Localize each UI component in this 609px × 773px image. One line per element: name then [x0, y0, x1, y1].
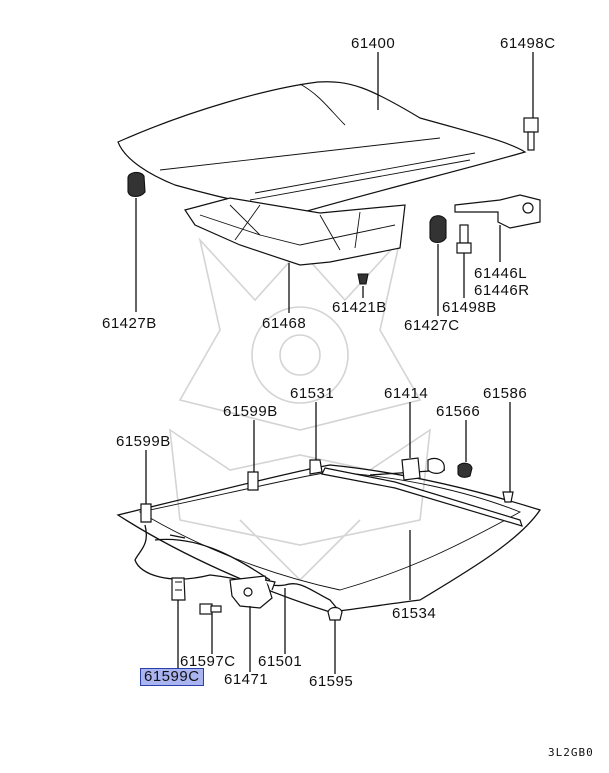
- label-61427c[interactable]: 61427C: [404, 317, 460, 334]
- grommet-61566: [457, 462, 473, 478]
- bolt-61498c: [523, 117, 539, 151]
- bumper-61427c: [429, 215, 447, 244]
- clip-61586: [502, 491, 514, 503]
- release-cable: [134, 524, 341, 613]
- prop-rod-61414: [369, 457, 446, 481]
- label-61599c-highlighted[interactable]: 61599C: [140, 668, 204, 686]
- clip-61599b-a: [247, 471, 259, 491]
- clip-61599c: [171, 577, 186, 601]
- hood-panel: [117, 81, 527, 214]
- label-61498b[interactable]: 61498B: [442, 299, 497, 316]
- label-61427b[interactable]: 61427B: [102, 315, 157, 332]
- label-61400[interactable]: 61400: [351, 35, 396, 52]
- label-61446l[interactable]: 61446L: [474, 265, 528, 282]
- watermark-emblem: [169, 237, 431, 582]
- label-61599b-left[interactable]: 61599B: [116, 433, 171, 450]
- label-61446r[interactable]: 61446R: [474, 282, 530, 299]
- label-61597c[interactable]: 61597C: [180, 653, 236, 670]
- leader-lines: [135, 52, 534, 674]
- label-61471[interactable]: 61471: [224, 671, 269, 688]
- label-61531[interactable]: 61531: [290, 385, 335, 402]
- diagram-code: 3L2GB0: [548, 746, 594, 759]
- label-61414[interactable]: 61414: [384, 385, 429, 402]
- bumper-61427b: [127, 171, 146, 198]
- bolt-61498b: [456, 224, 472, 254]
- label-61566[interactable]: 61566: [436, 403, 481, 420]
- label-61599b-top[interactable]: 61599B: [223, 403, 278, 420]
- label-61586[interactable]: 61586: [483, 385, 528, 402]
- clip-61599b-b: [140, 503, 152, 523]
- hood-lower-view: [116, 464, 542, 613]
- label-61468[interactable]: 61468: [262, 315, 307, 332]
- hood-hinge: [454, 194, 541, 229]
- label-61595[interactable]: 61595: [309, 673, 354, 690]
- clamp-61531: [309, 459, 323, 475]
- bolt-61597c: [199, 603, 222, 615]
- hood-inner-panel: [184, 197, 406, 266]
- label-61501[interactable]: 61501: [258, 653, 303, 670]
- clip-61421b: [357, 273, 369, 285]
- label-61421b[interactable]: 61421B: [332, 299, 387, 316]
- hood-lock-61501: [229, 575, 276, 609]
- bumper-61595: [327, 606, 343, 621]
- label-61498c[interactable]: 61498C: [500, 35, 556, 52]
- weatherstrip-61534: [321, 467, 523, 527]
- label-61534[interactable]: 61534: [392, 605, 437, 622]
